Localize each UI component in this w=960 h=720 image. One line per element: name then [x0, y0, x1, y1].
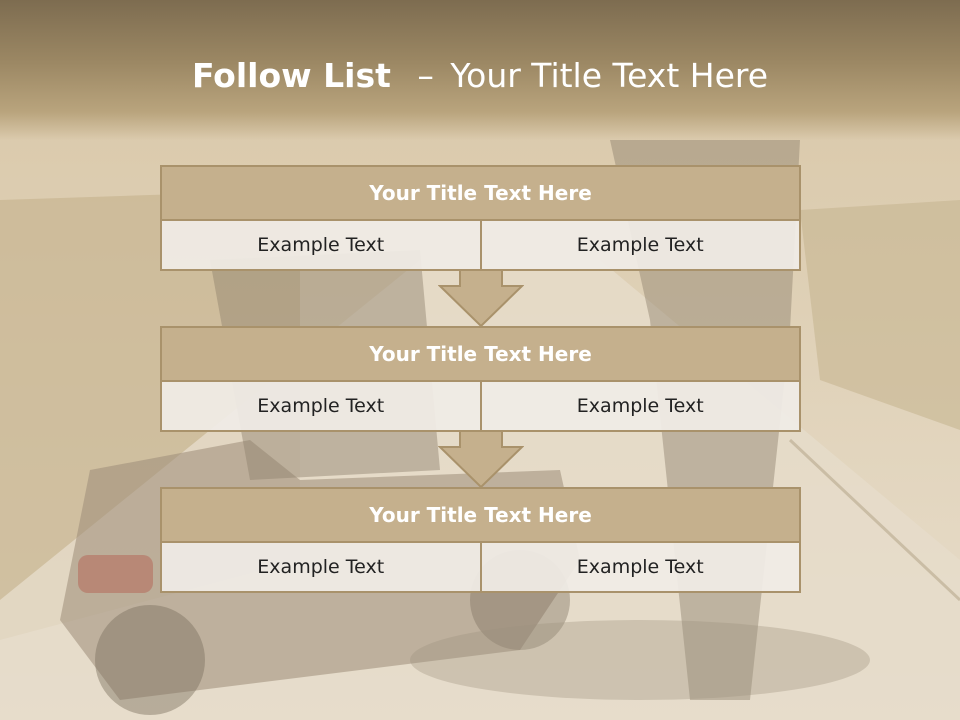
- block-row: Example Text Example Text: [160, 221, 801, 271]
- block-row: Example Text Example Text: [160, 382, 801, 432]
- block-title: Your Title Text Here: [160, 165, 801, 221]
- block-title: Your Title Text Here: [160, 487, 801, 543]
- down-arrow-icon: [438, 430, 524, 489]
- slide-title-bold: Follow List: [191, 56, 391, 95]
- block-cell-right: Example Text: [481, 382, 801, 432]
- block-row: Example Text Example Text: [160, 543, 801, 593]
- block-cell-right: Example Text: [481, 221, 801, 271]
- slide-title-rest: Your Title Text Here: [450, 56, 769, 95]
- block-cell-left: Example Text: [160, 382, 482, 432]
- slide-title: Follow List – Your Title Text Here: [0, 56, 960, 95]
- slide-title-separator: –: [417, 56, 434, 95]
- title-band: [0, 0, 960, 140]
- down-arrow-icon: [438, 269, 524, 328]
- list-block-2: Your Title Text Here Example Text Exampl…: [160, 326, 801, 432]
- block-title: Your Title Text Here: [160, 326, 801, 382]
- block-cell-left: Example Text: [160, 543, 482, 593]
- block-cell-right: Example Text: [481, 543, 801, 593]
- list-block-3: Your Title Text Here Example Text Exampl…: [160, 487, 801, 593]
- list-block-1: Your Title Text Here Example Text Exampl…: [160, 165, 801, 271]
- block-cell-left: Example Text: [160, 221, 482, 271]
